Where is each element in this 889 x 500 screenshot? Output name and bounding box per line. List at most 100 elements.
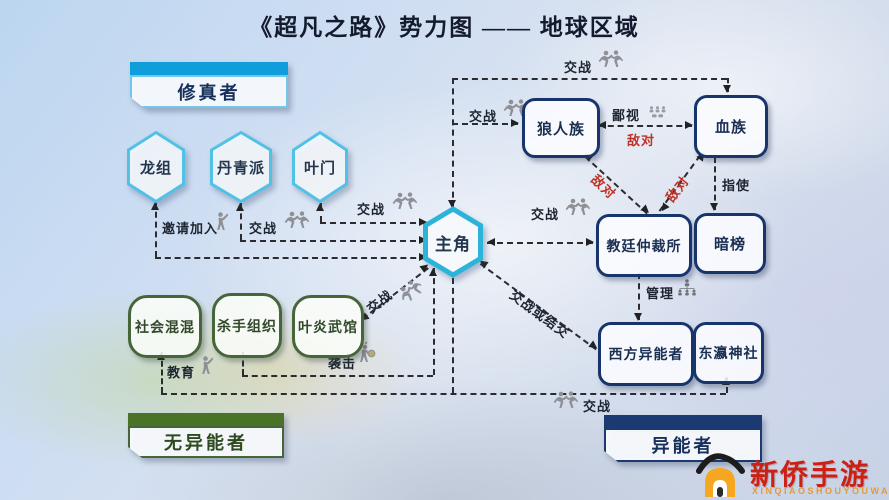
edge-line	[161, 352, 163, 393]
edge-label-war: 交战	[469, 109, 498, 124]
edge-line	[452, 78, 454, 208]
banner-bar	[130, 62, 288, 75]
edge-line	[155, 257, 426, 259]
edge-line	[240, 240, 426, 242]
fight-icon	[284, 211, 309, 229]
banner-label: 无异能者	[128, 426, 284, 458]
banner-non-espers: 无异能者	[128, 413, 284, 458]
edge-line	[155, 202, 157, 257]
hierarchy-icon	[676, 279, 698, 296]
page-title: 《超凡之路》势力图 —— 地球区域	[249, 15, 640, 40]
arrowhead	[511, 119, 519, 127]
node-label: 东瀛神社	[698, 347, 759, 362]
logo-name: 新侨手游网	[750, 460, 871, 491]
node-label: 暗榜	[713, 237, 746, 253]
logo-subtitle: XINQIAOSHOUYOUWANG	[752, 486, 889, 496]
node-church-tribunal: 教廷仲裁所	[596, 214, 692, 277]
logo-arch-icon	[696, 451, 746, 499]
edge-label-manage: 管理	[646, 286, 675, 301]
edge-line	[598, 125, 692, 127]
arrowhead	[448, 200, 456, 208]
arrowhead	[151, 202, 159, 210]
edge-line	[242, 375, 433, 377]
node-label: 龙组	[139, 160, 172, 177]
node-dongying-shrine: 东瀛神社	[693, 322, 764, 384]
edge-line	[714, 157, 716, 210]
node-ye-gate: 叶门	[291, 130, 349, 204]
edge-line	[452, 123, 518, 125]
arrowhead	[429, 268, 437, 276]
edge-line	[452, 78, 727, 80]
banner-label: 修真者	[130, 75, 288, 108]
node-dragon-group: 龙组	[126, 130, 186, 204]
fight-icon	[565, 198, 590, 216]
edge-label-war: 交战	[583, 399, 612, 414]
edge-label-hostile: 敌对	[627, 133, 656, 148]
edge-label-war: 交战	[357, 202, 386, 217]
edge-line	[433, 268, 435, 375]
edge-label-war: 交战	[564, 60, 593, 75]
fight-icon	[553, 391, 578, 409]
arrowhead	[487, 238, 495, 246]
person-icon	[199, 356, 214, 375]
fight-icon	[598, 50, 623, 68]
edge-label-war: 交战	[363, 287, 396, 317]
edge-line	[452, 278, 454, 393]
edge-label-invite: 邀请加入	[162, 221, 219, 236]
node-street-thugs: 社会混混	[128, 295, 202, 358]
edge-label-war-or-befriend: 交战或结交	[506, 287, 573, 341]
edge-label-educate: 教育	[167, 365, 196, 380]
banner-bar	[128, 413, 284, 426]
banner-cultivators: 修真者	[130, 62, 288, 108]
fight-icon	[392, 192, 417, 210]
arrowhead	[710, 203, 718, 211]
arrowhead	[634, 313, 642, 321]
edge-label-war: 交战	[531, 207, 560, 222]
node-protagonist: 主角	[422, 206, 484, 278]
node-label: 叶炎武馆	[298, 320, 358, 336]
edge-line	[638, 273, 640, 320]
edge-label-instigate: 指使	[722, 178, 751, 193]
node-vampire-clan: 血族	[694, 95, 768, 158]
node-label: 社会混混	[135, 320, 195, 336]
arrowhead	[236, 203, 244, 211]
node-western-espers: 西方异能者	[598, 322, 694, 386]
node-label: 西方异能者	[608, 348, 684, 363]
node-label: 狼人族	[536, 121, 585, 138]
arrowhead	[316, 203, 324, 211]
fight-icon	[395, 276, 426, 306]
node-label: 教廷仲裁所	[606, 239, 682, 255]
edge-line	[240, 203, 242, 240]
edge-line	[242, 352, 244, 375]
banner-bar	[604, 415, 762, 428]
edge-line	[320, 222, 426, 224]
edge-line	[161, 393, 726, 395]
edge-label-hostile: 敌对	[588, 171, 619, 202]
node-dark-list: 暗榜	[694, 213, 766, 274]
node-werewolf-clan: 狼人族	[522, 98, 600, 158]
edge-line	[487, 242, 593, 244]
arrowhead	[685, 121, 693, 129]
arrowhead	[598, 121, 606, 129]
banner-label: 异能者	[604, 428, 762, 462]
person-icon	[214, 212, 229, 231]
node-assassin-org: 杀手组织	[212, 293, 282, 358]
arrowhead	[723, 85, 731, 93]
node-yeyan-dojo: 叶炎武馆	[292, 295, 364, 358]
node-label: 丹青派	[216, 160, 265, 177]
arrowhead	[586, 238, 594, 246]
edge-line	[320, 203, 322, 222]
node-danqing-sect: 丹青派	[209, 130, 273, 204]
banner-espers: 异能者	[604, 415, 762, 462]
node-label: 血族	[714, 120, 747, 136]
edge-label-ambush: 袭击	[328, 356, 357, 371]
edge-label-war: 交战	[249, 221, 278, 236]
crowd-icon	[648, 106, 668, 118]
arrowhead	[419, 218, 427, 226]
node-label: 杀手组织	[217, 319, 277, 335]
attacker-icon	[356, 341, 376, 363]
node-label: 主角	[435, 234, 471, 254]
site-logo[interactable]: 新侨手游网 XINQIAOSHOUYOUWANG	[694, 450, 889, 500]
edge-line	[726, 377, 728, 393]
